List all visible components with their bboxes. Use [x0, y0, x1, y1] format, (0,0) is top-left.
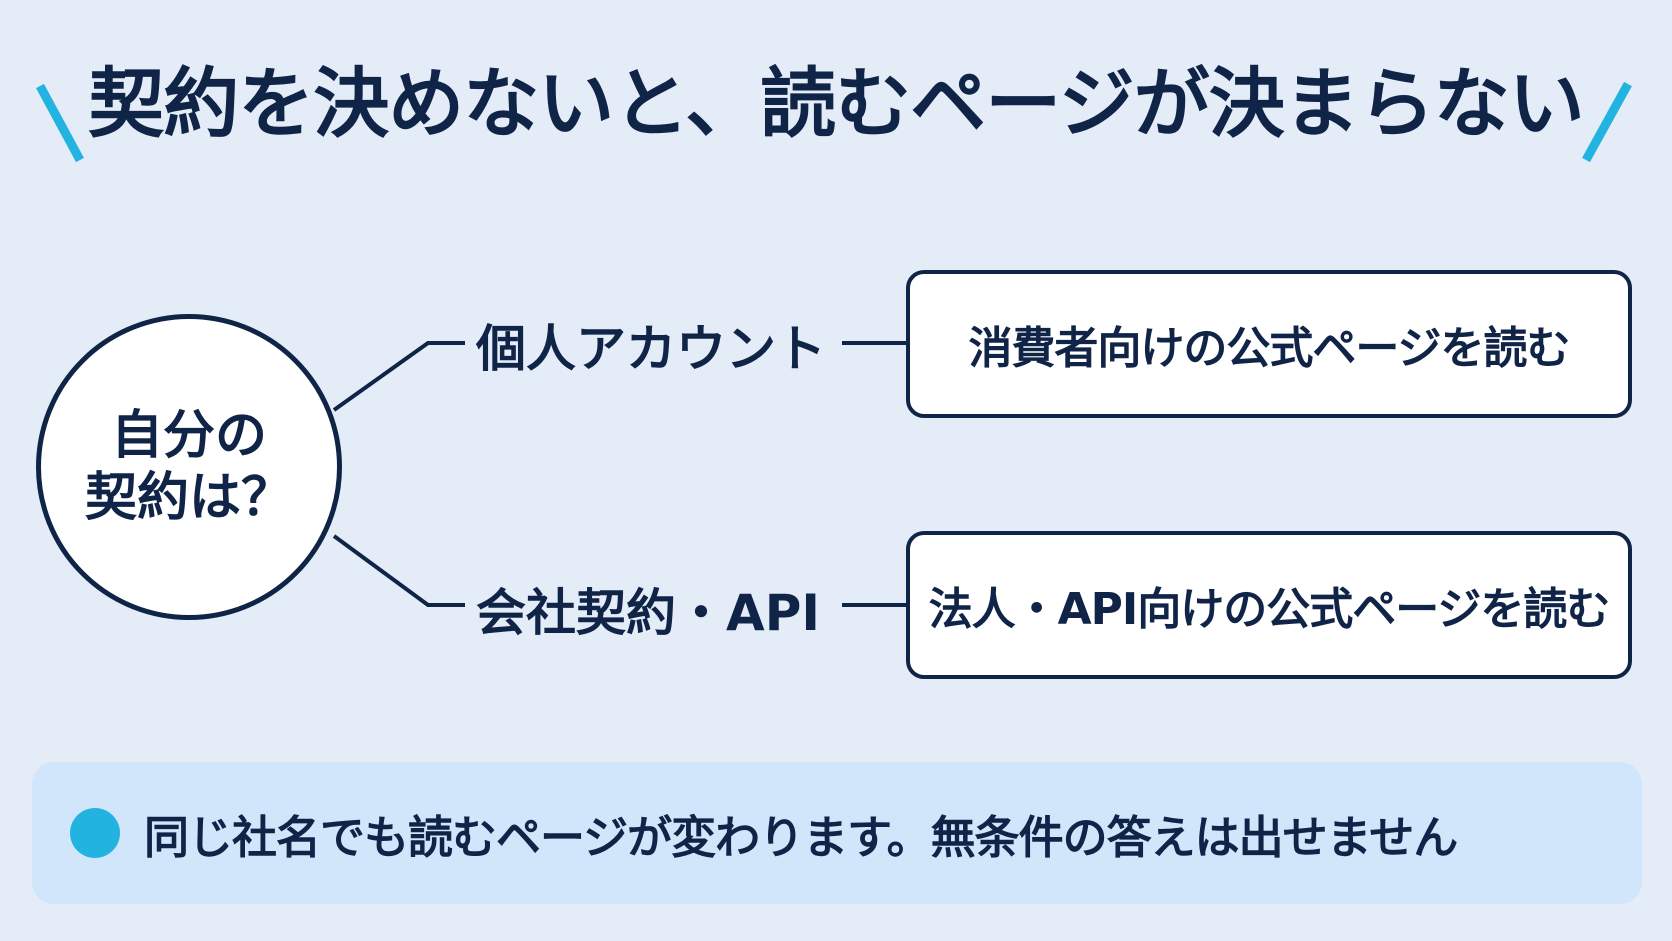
question-line-2: 契約は？ [84, 468, 293, 528]
result-box-personal: 消費者向けの公式ページを読む [906, 270, 1632, 418]
branch-label-corporate: 会社契約・API [476, 584, 820, 642]
result-text-corporate: 法人・API向けの公式ページを読む [928, 584, 1611, 635]
title-left-slash-icon [36, 83, 84, 163]
result-text-personal: 消費者向けの公式ページを読む [968, 323, 1570, 374]
title-right-slash-icon [1582, 81, 1632, 163]
connector-circle-to-bottom-branch [332, 534, 465, 607]
contract-question-text: 自分の 契約は？ [85, 405, 293, 530]
note-text: 同じ社名でも読むページが変わります。無条件の答えは出せません [144, 810, 1458, 864]
dot-bullet-icon [70, 808, 120, 858]
slide-title: 契約を決めないと、読むページが決まらない [88, 59, 1584, 148]
branch-label-personal: 個人アカウント [476, 320, 826, 378]
result-box-corporate: 法人・API向けの公式ページを読む [906, 531, 1632, 679]
connector-circle-to-top-branch [332, 341, 465, 412]
contract-question-circle: 自分の 契約は？ [36, 314, 342, 620]
question-line-1: 自分の [110, 405, 267, 466]
note-banner: 同じ社名でも読むページが変わります。無条件の答えは出せません [32, 762, 1642, 904]
